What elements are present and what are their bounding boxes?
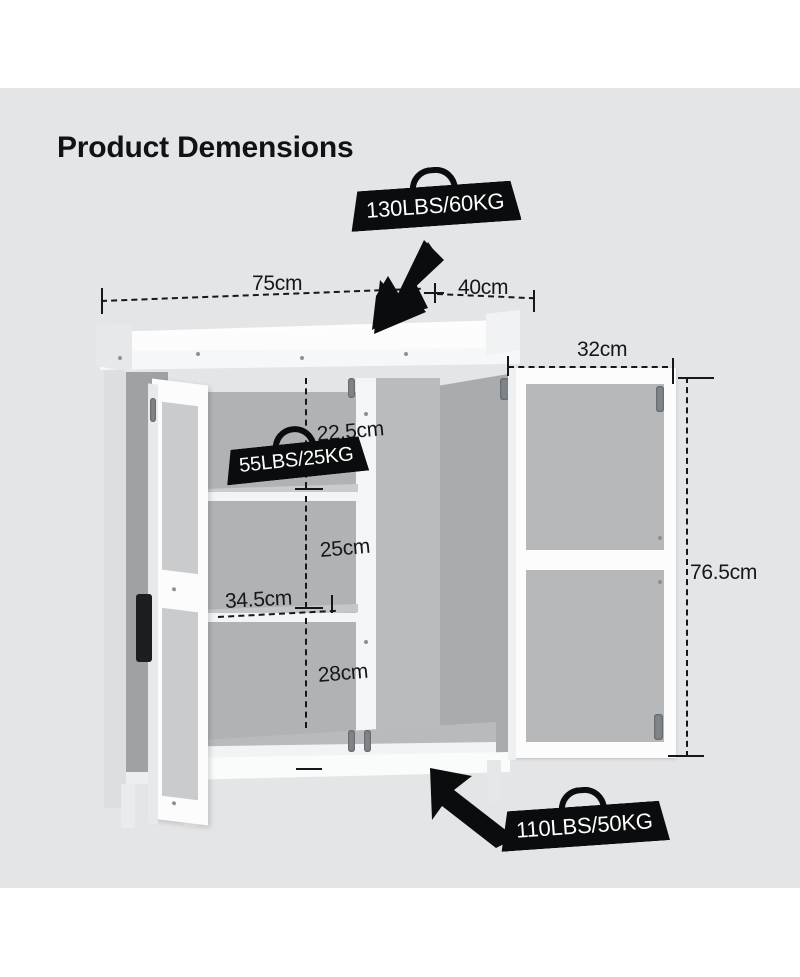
screw	[300, 356, 304, 360]
dim-tick-32cm-right	[672, 358, 674, 384]
screw	[364, 412, 368, 416]
cabinet-center-divider-post	[356, 378, 376, 760]
dim-line-22-5cm	[305, 378, 307, 488]
dim-line-25cm	[305, 496, 307, 608]
left-door-mid-rail	[152, 568, 208, 614]
hinge-icon	[654, 714, 663, 740]
hinge-icon	[150, 398, 156, 422]
tabletop-left-wing	[96, 322, 132, 372]
cabinet-left-outer-edge	[104, 338, 126, 808]
cabinet-right-inner-side-panel	[440, 374, 508, 758]
door-handle[interactable]	[136, 594, 152, 662]
dim-label-28cm: 28cm	[316, 659, 369, 687]
hinge-icon	[500, 378, 509, 400]
dim-tick-22-5cm-bottom	[295, 488, 323, 490]
dim-label-32cm: 32cm	[577, 338, 628, 361]
dim-tick-height-bottom	[668, 755, 704, 757]
right-door-lower-panel	[526, 570, 664, 742]
dim-label-34-5cm: 34.5cm	[224, 586, 293, 613]
right-door-upper-panel	[526, 384, 664, 550]
dim-tick-center-cross	[424, 292, 444, 294]
dim-line-76-5cm	[686, 377, 688, 757]
screw	[658, 536, 662, 540]
arrow-up-left-icon	[430, 768, 516, 848]
tabletop-front-edge	[100, 348, 520, 370]
screw	[118, 356, 122, 360]
hinge-icon	[348, 378, 355, 398]
arrow-down-left-icon	[372, 240, 444, 334]
cabinet-middle-shelf-edge	[196, 613, 358, 622]
dim-tick-75cm-left	[101, 288, 103, 314]
screw	[172, 587, 176, 592]
page-title: Product Demensions	[57, 131, 354, 164]
dim-tick-28cm-bottom	[296, 768, 322, 770]
cabinet-left-door[interactable]	[152, 378, 208, 826]
left-door-upper-panel	[162, 401, 198, 575]
right-door-mid-rail	[514, 550, 676, 570]
dim-line-32cm	[508, 366, 668, 368]
hinge-icon	[348, 730, 355, 752]
dim-label-76-5cm: 76.5cm	[690, 561, 758, 584]
cabinet-upper-shelf-edge	[196, 492, 358, 501]
tabletop-right-wing	[486, 310, 520, 356]
dim-tick-height-top	[678, 377, 714, 379]
cabinet-back-panel-right	[372, 378, 440, 746]
cabinet-leg-left-rear	[121, 784, 135, 828]
cabinet-right-door[interactable]	[514, 368, 676, 758]
dim-label-40cm: 40cm	[458, 276, 509, 299]
screw	[172, 801, 176, 806]
hinge-icon	[656, 386, 664, 412]
screw	[196, 352, 200, 356]
right-door-inner-stile	[508, 368, 516, 760]
dim-tick-32cm-left	[507, 356, 509, 376]
dim-tick-25cm-bottom	[295, 607, 323, 609]
dim-tick-40cm-right	[533, 290, 535, 312]
hinge-icon	[364, 730, 371, 752]
dim-line-28cm	[305, 618, 307, 728]
dim-label-75cm: 75cm	[252, 272, 303, 295]
screw	[658, 580, 662, 584]
dim-label-25cm: 25cm	[318, 534, 371, 562]
screw	[364, 640, 368, 644]
dim-tick-34-5cm-right	[331, 595, 333, 613]
screw	[404, 352, 408, 356]
cabinet-leg-front-right	[487, 760, 501, 802]
left-door-lower-panel	[162, 607, 198, 801]
